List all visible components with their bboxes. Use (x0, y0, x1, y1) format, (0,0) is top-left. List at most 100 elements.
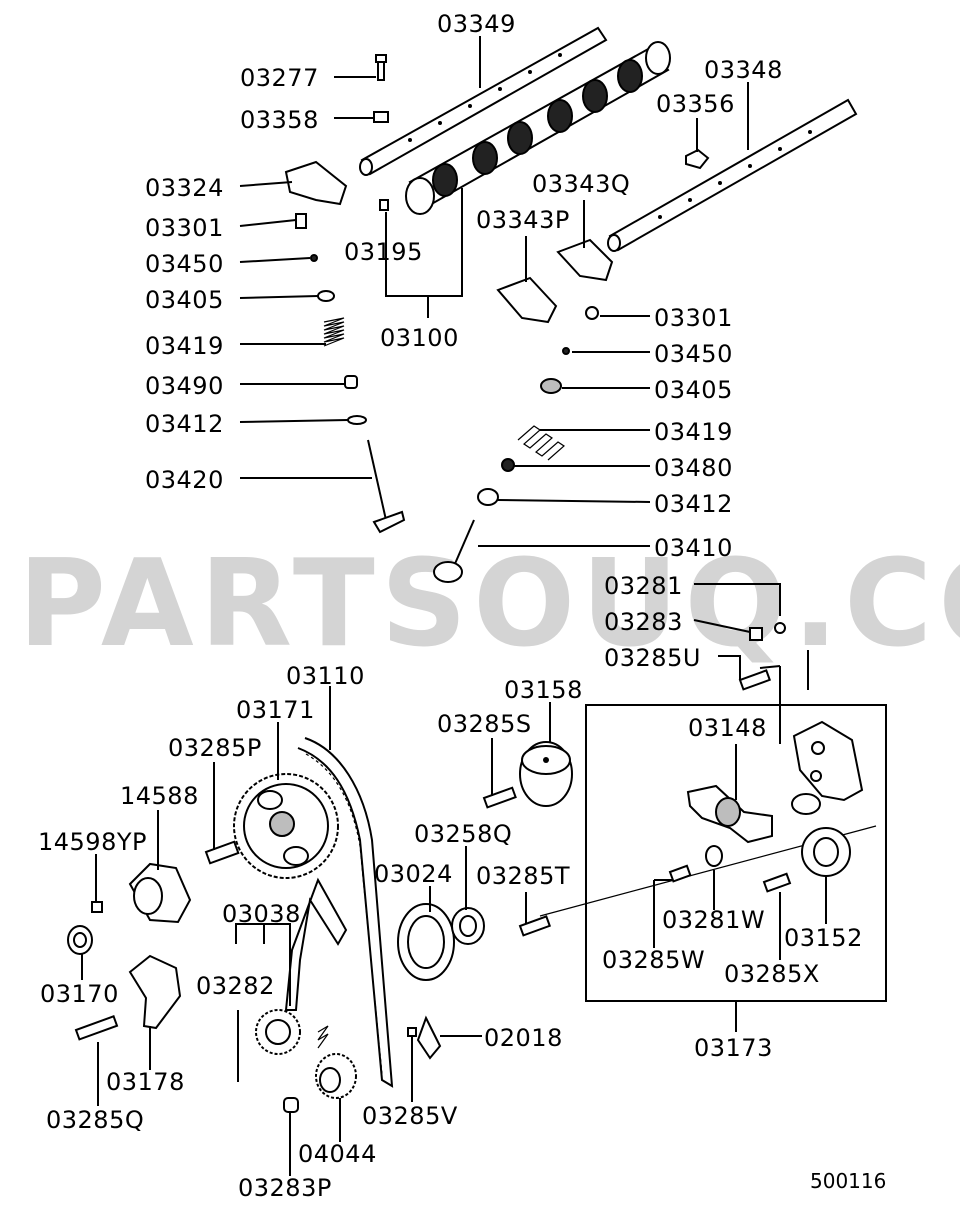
bolt-03285P[interactable] (204, 840, 240, 865)
pump-14588[interactable] (128, 862, 192, 924)
diagram-code: 500116 (810, 1169, 886, 1193)
spring-small (317, 1025, 329, 1049)
exhaust-valve[interactable] (433, 519, 475, 583)
retainer-right[interactable] (540, 378, 562, 394)
label-03348: 03348 (704, 56, 783, 84)
bolt-03277[interactable] (375, 54, 387, 81)
bolt-03285Q[interactable] (74, 1015, 119, 1041)
label-02018: 02018 (484, 1024, 563, 1052)
bolt-03285W[interactable] (668, 864, 692, 883)
label-03277: 03277 (240, 64, 319, 92)
flange-03024[interactable] (397, 903, 455, 981)
washer-03281W[interactable] (705, 845, 723, 867)
label-03285V: 03285V (362, 1102, 458, 1130)
label-03285P: 03285P (168, 734, 262, 762)
label-03412-left: 03412 (145, 410, 224, 438)
camshaft-sprocket[interactable] (233, 773, 339, 879)
label-03450-right: 03450 (654, 340, 733, 368)
seat-right[interactable] (477, 488, 499, 506)
pulley-03152[interactable] (801, 827, 851, 877)
bolt-03285U[interactable] (738, 669, 772, 691)
cotter-right[interactable] (562, 347, 570, 355)
seal-03490[interactable] (344, 375, 358, 389)
label-03171: 03171 (236, 696, 315, 724)
key-03195[interactable] (379, 199, 389, 211)
label-03024: 03024 (374, 860, 453, 888)
washer-03281[interactable] (774, 622, 786, 634)
label-03178: 03178 (106, 1068, 185, 1096)
label-03343P: 03343P (476, 206, 570, 234)
tensioner-arm-03178[interactable] (128, 954, 182, 1030)
valve-spring-left[interactable] (323, 317, 345, 347)
label-03285Q: 03285Q (46, 1106, 144, 1134)
seal-03480[interactable] (501, 458, 515, 472)
label-03324: 03324 (145, 174, 224, 202)
adjust-screw-left[interactable] (295, 213, 307, 229)
label-14598YP: 14598YP (38, 828, 147, 856)
label-03405-left: 03405 (145, 286, 224, 314)
label-03285X: 03285X (724, 960, 820, 988)
nut-03283P[interactable] (283, 1097, 299, 1113)
label-03173: 03173 (694, 1034, 773, 1062)
bracket-03148[interactable] (686, 784, 773, 844)
bolt-03285T[interactable] (518, 915, 552, 937)
rocker-arm-right-p[interactable] (496, 276, 558, 324)
oil-seal-03258Q[interactable] (451, 907, 485, 945)
label-03450-left: 03450 (145, 250, 224, 278)
seat-left[interactable] (347, 415, 367, 425)
label-03480: 03480 (654, 454, 733, 482)
bolt-03285S[interactable] (482, 786, 517, 809)
label-03158: 03158 (504, 676, 583, 704)
watermark: PARTSOUQ.COM (18, 535, 960, 674)
label-03148: 03148 (688, 714, 767, 742)
label-03285T: 03285T (476, 862, 570, 890)
intake-valve[interactable] (367, 439, 406, 534)
label-03349: 03349 (437, 10, 516, 38)
label-03258Q: 03258Q (414, 820, 512, 848)
label-03285U: 03285U (604, 644, 701, 672)
bolt-03285X[interactable] (762, 872, 792, 893)
label-03410: 03410 (654, 534, 733, 562)
label-03358: 03358 (240, 106, 319, 134)
label-03412-right: 03412 (654, 490, 733, 518)
rocker-shaft-right[interactable] (607, 98, 858, 252)
label-03100: 03100 (380, 324, 459, 352)
label-03282: 03282 (196, 972, 275, 1000)
retainer-left[interactable] (317, 290, 335, 302)
screw-14598YP[interactable] (91, 901, 103, 913)
valve-spring-right[interactable] (517, 425, 565, 461)
tensioner-03158[interactable] (519, 741, 573, 807)
label-03285S: 03285S (437, 710, 532, 738)
adjust-screw-right[interactable] (585, 306, 599, 320)
label-04044: 04044 (298, 1140, 377, 1168)
bracket-02018[interactable] (416, 1015, 442, 1060)
label-03110: 03110 (286, 662, 365, 690)
idler-pulley[interactable] (315, 1053, 357, 1099)
cotter-left[interactable] (310, 254, 318, 262)
bolt-03285V[interactable] (407, 1027, 417, 1037)
label-03281: 03281 (604, 572, 683, 600)
label-03038: 03038 (222, 900, 301, 928)
label-03419-left: 03419 (145, 332, 224, 360)
rocker-shaft-left[interactable] (359, 26, 608, 176)
label-03281W: 03281W (662, 906, 765, 934)
nut-03283[interactable] (749, 627, 763, 641)
label-03285W: 03285W (602, 946, 705, 974)
camshaft[interactable] (405, 41, 671, 215)
label-03420: 03420 (145, 466, 224, 494)
crankshaft-sprocket[interactable] (255, 1009, 301, 1055)
label-03490: 03490 (145, 372, 224, 400)
label-03152: 03152 (784, 924, 863, 952)
plate-03148[interactable] (791, 720, 864, 815)
label-03405-right: 03405 (654, 376, 733, 404)
label-03419-right: 03419 (654, 418, 733, 446)
label-03170: 03170 (40, 980, 119, 1008)
seal-03170[interactable] (67, 925, 93, 955)
clip-03356[interactable] (685, 148, 710, 170)
rocker-arm-left[interactable] (284, 160, 348, 206)
label-14588: 14588 (120, 782, 199, 810)
label-03195: 03195 (344, 238, 423, 266)
label-03356: 03356 (656, 90, 735, 118)
plate-03358[interactable] (373, 111, 389, 123)
